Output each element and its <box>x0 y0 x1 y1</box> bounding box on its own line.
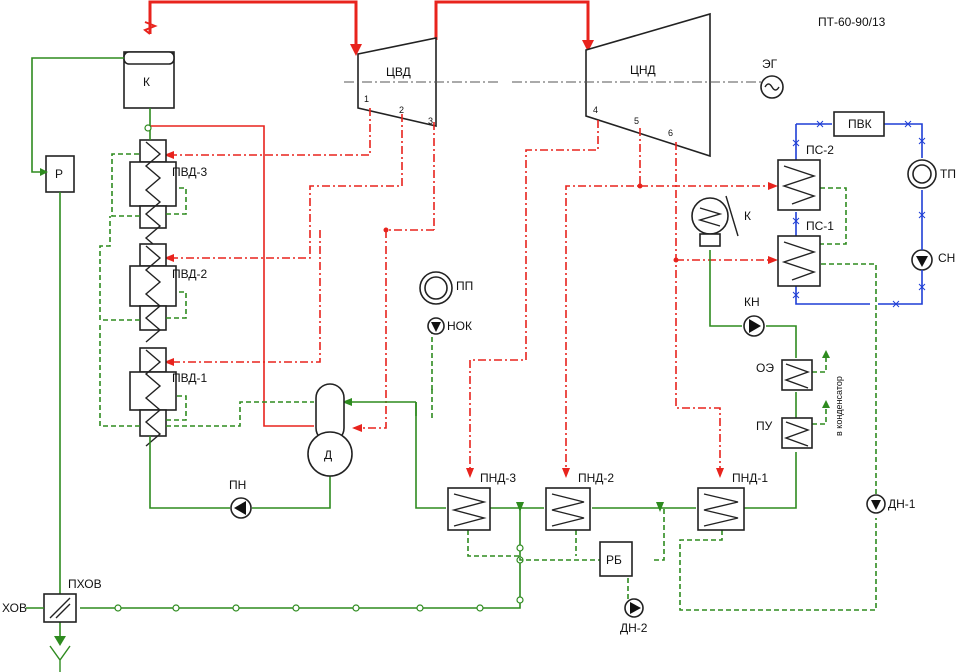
dn1-pump: ДН-1 <box>866 494 916 514</box>
live-steam-lines <box>143 0 594 56</box>
sn-pump: СН <box>911 249 955 271</box>
dn2-pump: ДН-2 <box>620 598 648 635</box>
pvd-1-heater: ПВД-1 <box>129 347 207 447</box>
pnd-3-label: ПНД-3 <box>480 471 516 485</box>
to-condenser-label: в конденсатор <box>834 376 844 436</box>
feedwater-arrows <box>54 350 830 646</box>
rb-label: РБ <box>606 553 622 567</box>
kn-label: КН <box>744 295 760 309</box>
generator: ЭГ <box>760 57 784 99</box>
pp-label: ПП <box>456 279 473 293</box>
network-crosses <box>792 120 926 308</box>
lp-cylinder-label: ЦНД <box>630 63 656 77</box>
pvd-3-label: ПВД-3 <box>172 165 207 179</box>
hov-label: ХОВ <box>2 601 27 615</box>
pvk-label: ПВК <box>848 117 872 131</box>
pvd-2-label: ПВД-2 <box>172 267 207 281</box>
lp-cylinder: ЦНД 4 5 6 <box>585 12 711 158</box>
phov-heater: ПХОВ ХОВ <box>2 577 102 672</box>
hp-cylinder: ЦВД 1 2 3 <box>357 37 437 128</box>
pvd-2-heater: ПВД-2 <box>129 243 207 343</box>
hp-steam-header <box>150 125 314 427</box>
extraction-steam-lines <box>168 108 772 470</box>
pn-pump: ПН <box>229 478 252 519</box>
condenser-label: К <box>744 209 751 223</box>
tp-label: ТП <box>940 167 956 181</box>
drain-lines <box>99 153 877 611</box>
pn-label: ПН <box>229 478 246 492</box>
pvk-heater: ПВК <box>833 111 885 137</box>
extraction-5: 5 <box>634 116 639 126</box>
boiler: К <box>123 51 175 109</box>
extraction-arrows <box>164 151 778 478</box>
pp-unit: ПП <box>419 271 473 305</box>
deaerator: Д <box>307 383 353 477</box>
condenser: К <box>691 195 751 247</box>
ps-1-heater: ПС-1 <box>777 219 834 287</box>
pnd-1-heater: ПНД-1 <box>697 471 768 531</box>
kn-pump: КН <box>743 295 765 337</box>
phov-label: ПХОВ <box>68 577 102 591</box>
dn2-label: ДН-2 <box>620 621 648 635</box>
extraction-1: 1 <box>364 94 369 104</box>
feedwater-lines <box>31 57 797 640</box>
nok-label: НОК <box>447 319 472 333</box>
boiler-label: К <box>143 75 150 89</box>
scheme-title: ПТ-60-90/13 <box>818 15 886 29</box>
ps-2-label: ПС-2 <box>806 143 834 157</box>
generator-label: ЭГ <box>762 57 778 71</box>
pu-label: ПУ <box>756 419 773 433</box>
sn-label: СН <box>938 251 955 265</box>
oe-cooler: ОЭ <box>756 359 813 391</box>
tp-unit: ТП <box>907 159 956 189</box>
regenerator: Р <box>45 155 75 193</box>
dn1-label: ДН-1 <box>888 497 916 511</box>
pvd-3-heater: ПВД-3 <box>129 139 207 251</box>
ps-2-heater: ПС-2 <box>777 143 834 211</box>
deaerator-label: Д <box>324 448 332 462</box>
pu-cooler: ПУ <box>756 417 813 449</box>
extraction-3: 3 <box>428 116 433 126</box>
pnd-3-heater: ПНД-3 <box>447 471 516 531</box>
ps-1-label: ПС-1 <box>806 219 834 233</box>
oe-label: ОЭ <box>756 361 774 375</box>
hov-circles <box>114 124 524 612</box>
pnd-2-label: ПНД-2 <box>578 471 614 485</box>
regenerator-label: Р <box>55 167 63 181</box>
extraction-2: 2 <box>399 105 404 115</box>
extraction-4: 4 <box>593 105 598 115</box>
nok-pump: НОК <box>427 317 472 335</box>
extraction-6: 6 <box>668 128 673 138</box>
hp-cylinder-label: ЦВД <box>386 65 411 79</box>
pvd-1-label: ПВД-1 <box>172 371 207 385</box>
pnd-1-label: ПНД-1 <box>732 471 768 485</box>
pnd-2-heater: ПНД-2 <box>545 471 614 531</box>
rb-vessel: РБ <box>599 541 633 577</box>
